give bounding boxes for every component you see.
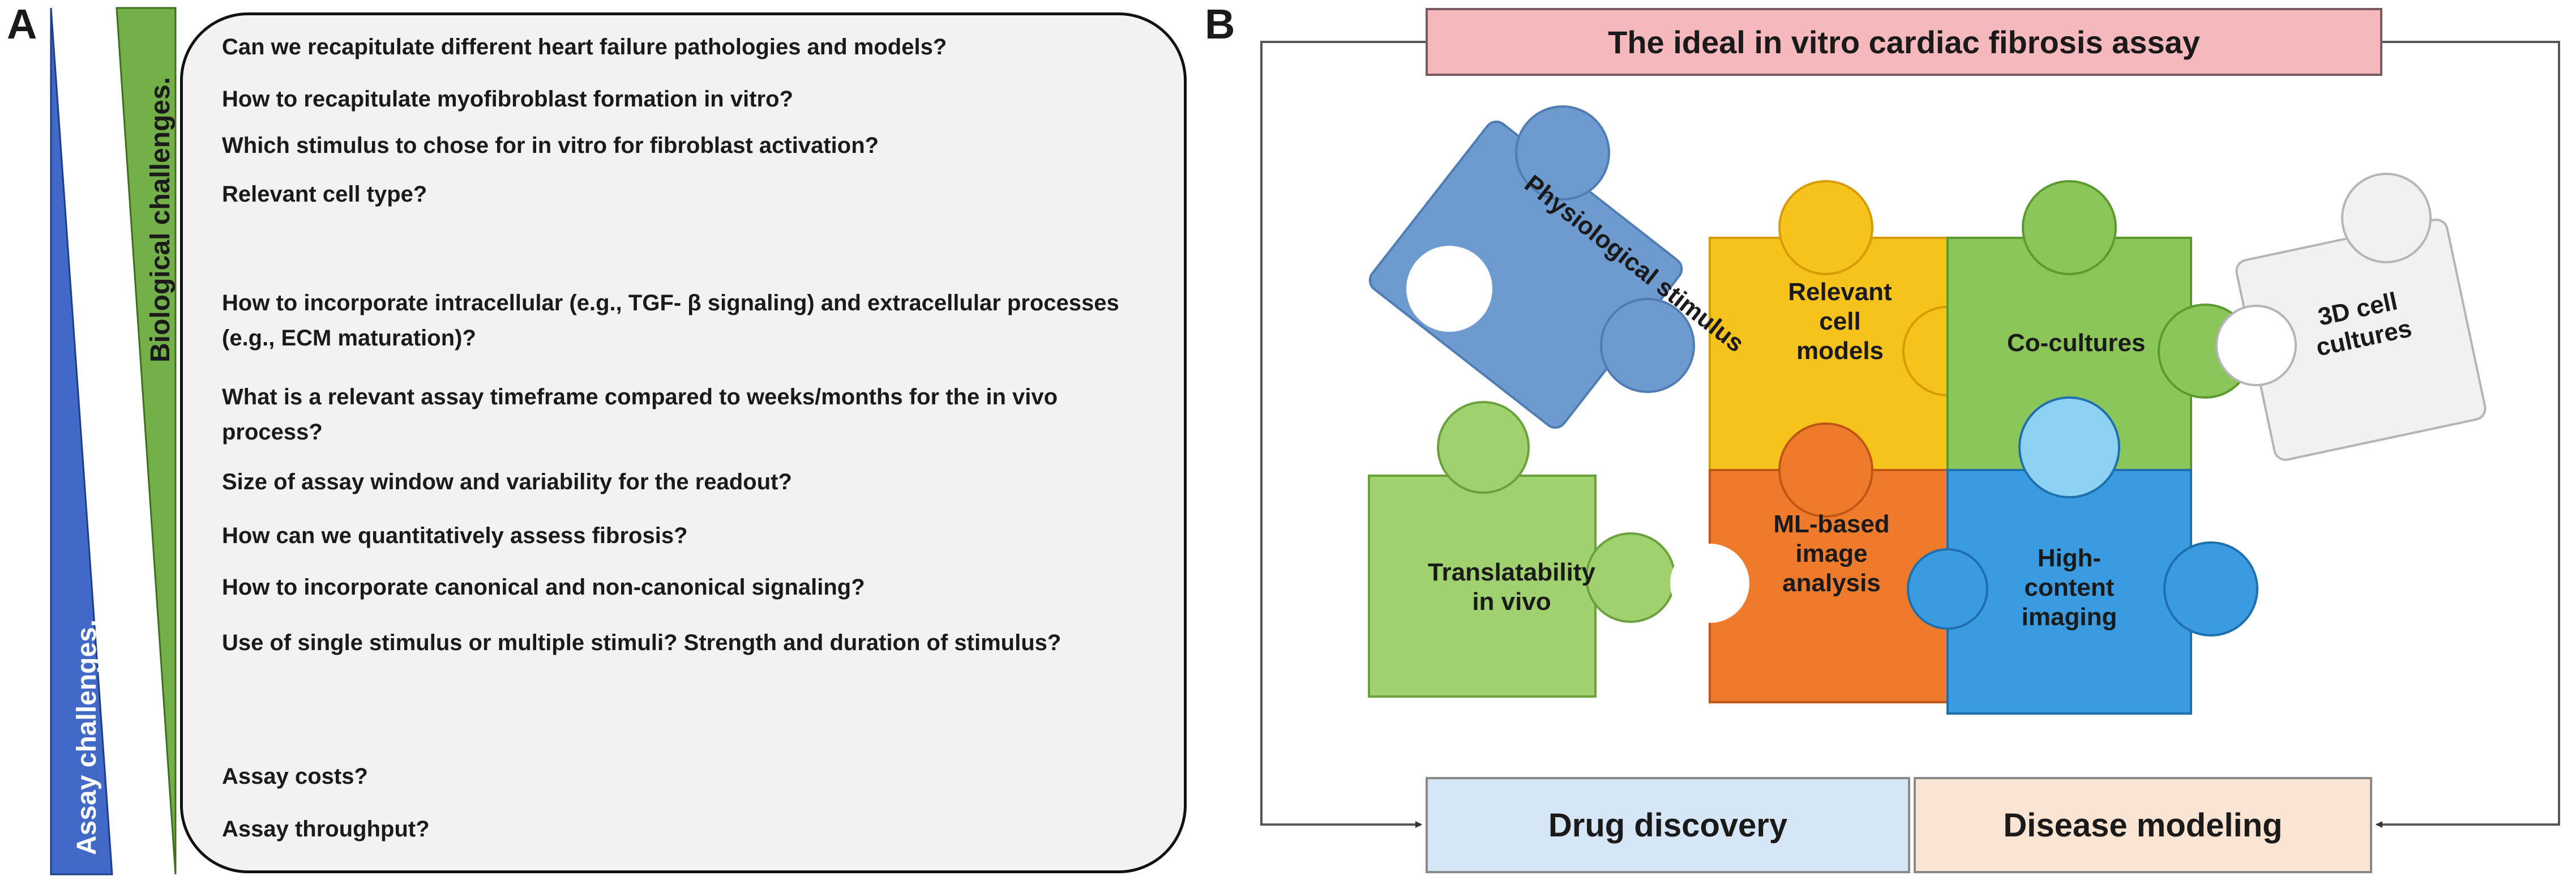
puzzle-high-content-imaging [1907, 396, 2258, 715]
assay-title: The ideal in vitro cardiac fibrosis assa… [1426, 8, 2382, 76]
piece-label-relevant-cell-models: Relevant cell models [1788, 278, 1892, 365]
left-connector-arrow [1260, 41, 1426, 828]
question-10: Use of single stimulus or multiple stimu… [222, 630, 1062, 655]
piece-label-co-cultures: Co-cultures [2007, 329, 2146, 357]
drug-discovery-box: Drug discovery [1426, 777, 1910, 873]
piece-label-translatability-in-vivo: Translatability in vivo [1428, 558, 1595, 616]
questions-box [180, 12, 1187, 873]
question-2: How to recapitulate myofibroblast format… [222, 87, 793, 112]
panel-b-letter: B [1205, 1, 1235, 48]
assay-challenges-wedge [50, 7, 113, 876]
question-3: Which stimulus to chose for in vitro for… [222, 133, 879, 158]
question-8: How can we quantitatively assess fibrosi… [222, 523, 688, 548]
puzzle-3d-cell-cultures [2215, 173, 2487, 461]
puzzle-physiological-stimulus [1368, 105, 1695, 429]
question-5: How to incorporate intracellular (e.g., … [222, 291, 1119, 351]
biological-challenges-wedge [115, 7, 177, 875]
disease-modeling-box: Disease modeling [1914, 777, 2372, 873]
right-connector-arrow [2376, 41, 2560, 828]
piece-label-high-content-imaging: High-content imaging [2021, 544, 2117, 631]
question-6: What is a relevant assay timeframe compa… [222, 385, 1058, 445]
piece-label-ml-based-image-analysis: ML-based image analysis [1773, 510, 1890, 597]
challenge-wedges [50, 7, 177, 876]
question-12: Assay throughput? [222, 817, 430, 842]
question-9: How to incorporate canonical and non-can… [222, 575, 865, 600]
question-11: Assay costs? [222, 764, 368, 789]
panel-a-letter: A [7, 1, 37, 48]
question-4: Relevant cell type? [222, 182, 427, 207]
puzzle-translatability-in-vivo [1368, 401, 1676, 698]
puzzle-co-cultures [1946, 180, 2253, 471]
question-1: Can we recapitulate different heart fail… [222, 35, 947, 59]
question-7: Size of assay window and variability for… [222, 469, 792, 494]
